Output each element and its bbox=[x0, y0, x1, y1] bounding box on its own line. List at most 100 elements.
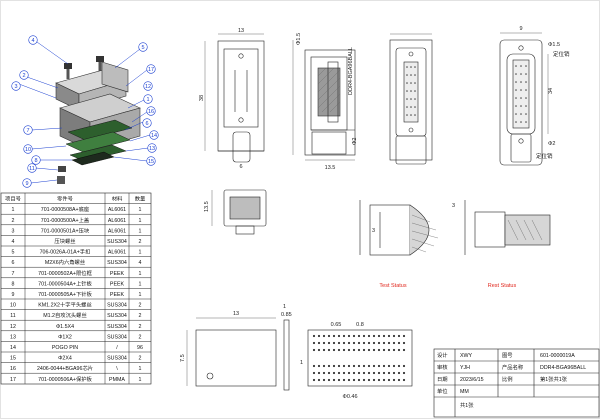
balloon-label: 13 bbox=[149, 146, 155, 152]
bom-cell: 11 bbox=[10, 313, 16, 319]
bom-cell: 701-0000504A+上针板 bbox=[38, 279, 92, 287]
balloon-label: 1 bbox=[146, 97, 149, 103]
dim-bga-phi: Φ0.46 bbox=[342, 394, 357, 400]
bom-cell: 2 bbox=[139, 303, 142, 309]
dim-plate-1: 1 bbox=[283, 304, 286, 310]
bom-cell: 1 bbox=[139, 292, 142, 298]
test-status-detail bbox=[359, 200, 430, 256]
bom-cell: 1 bbox=[139, 366, 142, 372]
bom-cell: AL6061 bbox=[108, 250, 126, 256]
screw-icon bbox=[64, 56, 104, 79]
bom-cell: 701-0000500A+上盖 bbox=[41, 216, 90, 224]
bom-cell: 13 bbox=[10, 334, 16, 340]
bom-cell: 14 bbox=[10, 345, 16, 351]
rest-status-hatch bbox=[507, 219, 543, 241]
dim-far-phi15: Φ1.5 bbox=[548, 42, 560, 48]
balloons: 4 2 3 5 17 1 16 6 14 13 15 7 10 8 11 9 1… bbox=[11, 35, 159, 188]
balloon-label: 9 bbox=[25, 181, 28, 187]
balloon-group bbox=[18, 41, 151, 184]
right-view-pins bbox=[406, 66, 416, 116]
balloon-label: 16 bbox=[148, 109, 154, 115]
tb-date-label: 日期 bbox=[437, 376, 448, 383]
dim-plate-height: 7.5 bbox=[180, 354, 186, 362]
bom-cell: SUS304 bbox=[107, 334, 127, 340]
bom-cell: M2X6内六角螺丝 bbox=[45, 258, 85, 266]
dim-section-d: 3 bbox=[372, 228, 375, 234]
bom-cell: Φ2X4 bbox=[58, 356, 72, 362]
bom-cell: 4 bbox=[139, 260, 142, 266]
balloon-label: 2 bbox=[22, 73, 25, 79]
bga-balls bbox=[312, 334, 406, 382]
tb-drawno-value: 601-0000019A bbox=[540, 353, 575, 359]
bom-cell: 15 bbox=[10, 356, 16, 362]
dim-far-height: 34 bbox=[548, 88, 554, 94]
tb-review-label: 审核 bbox=[437, 363, 448, 371]
bom-header-cell: 零件号 bbox=[57, 195, 73, 203]
test-status-hatch bbox=[411, 214, 439, 253]
side-section-hatch bbox=[317, 67, 341, 113]
front-lower-view bbox=[211, 189, 267, 235]
bom-cell: 5 bbox=[12, 250, 15, 256]
tb-drawno-label: 图号 bbox=[502, 351, 513, 359]
tb-product-value: DDR4-BGA96BALL bbox=[540, 365, 586, 371]
balloon-label: 15 bbox=[148, 159, 154, 165]
bom-cell: Φ1X2 bbox=[58, 334, 72, 340]
balloon-label: 14 bbox=[151, 133, 157, 139]
balloon-label: 17 bbox=[148, 67, 154, 73]
bom-cell: 8 bbox=[12, 281, 15, 287]
bom-cell: 701-0000502A+限位框 bbox=[38, 269, 92, 277]
bom-cell: 1 bbox=[139, 228, 142, 234]
bom-cell: 2 bbox=[139, 239, 142, 245]
dim-bga-1: 1 bbox=[300, 360, 303, 366]
bom-cell: 1 bbox=[139, 218, 142, 224]
title-block bbox=[433, 348, 600, 418]
exploded-view bbox=[55, 56, 141, 184]
tb-unit-value: MM bbox=[460, 389, 469, 395]
dim-section-3: 3 bbox=[452, 203, 455, 209]
plate-view bbox=[186, 317, 290, 391]
balloon-label: 4 bbox=[31, 38, 34, 44]
label-rest-status: Rest Status bbox=[488, 283, 517, 289]
bom-cell: 压块螺丝 bbox=[54, 237, 75, 245]
dim-far-width: 9 bbox=[519, 26, 522, 32]
dim-far-phi2: Φ2 bbox=[548, 141, 555, 147]
bom-header-cell: 数量 bbox=[135, 195, 146, 203]
bom-cell: 6 bbox=[12, 260, 15, 266]
balloon-label: 6 bbox=[145, 121, 148, 127]
bom-cell: 701-0000506A+保护板 bbox=[38, 375, 92, 383]
bom-header-cell: 项目号 bbox=[5, 196, 21, 203]
dim-front-135: 13.5 bbox=[204, 201, 210, 212]
bom-cell: / bbox=[116, 345, 118, 351]
bom-cell: PEEK bbox=[110, 271, 125, 277]
bom-cell: 701-0000505A+下针板 bbox=[38, 290, 92, 298]
bom-cell: AL6061 bbox=[108, 207, 126, 213]
bom-cell: 9 bbox=[12, 292, 15, 298]
label-pin-2: 定位销 bbox=[536, 152, 553, 160]
dim-plate-width: 13 bbox=[233, 311, 239, 317]
bom-cell: SUS304 bbox=[107, 260, 127, 266]
bom-cell: 1 bbox=[139, 377, 142, 383]
bom-cell: 1 bbox=[139, 281, 142, 287]
label-pin-1: 定位销 bbox=[553, 50, 570, 58]
balloon-label: 11 bbox=[29, 166, 35, 172]
bom-cell: 1 bbox=[139, 207, 142, 213]
bom-cell: 701-0000501A+压块 bbox=[41, 226, 90, 234]
dim-bottom: 6 bbox=[239, 164, 242, 170]
dim-135: 13.5 bbox=[325, 165, 336, 171]
bom-cell: SUS304 bbox=[107, 313, 127, 319]
bom-cell: 2406-0044+BGA96芯片 bbox=[37, 364, 93, 372]
dim-bga-065: 0.65 bbox=[331, 322, 342, 328]
dim-plate-085: 0.85 bbox=[281, 312, 292, 318]
bom-cell: 2 bbox=[139, 313, 142, 319]
bom-cell: SUS304 bbox=[107, 239, 127, 245]
bom-cell: 1 bbox=[12, 207, 15, 213]
bom-cell: 12 bbox=[10, 324, 16, 330]
bom-cell: M1.2自攻沉头螺丝 bbox=[43, 311, 87, 319]
label-test-status: Test Status bbox=[379, 283, 406, 289]
balloon-label: 12 bbox=[145, 84, 151, 90]
bom-cell: 1 bbox=[139, 250, 142, 256]
balloon-label: 7 bbox=[26, 128, 29, 134]
balloon-label: 8 bbox=[34, 158, 37, 164]
dim-phi15: Φ1.5 bbox=[296, 33, 302, 45]
